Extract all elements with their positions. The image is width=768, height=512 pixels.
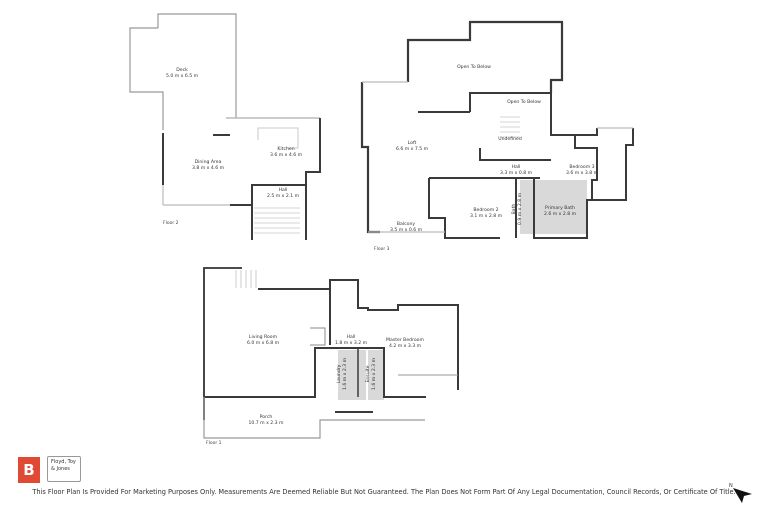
wall xyxy=(360,82,380,234)
porch-outline xyxy=(203,397,425,439)
ensuite-floor xyxy=(368,350,384,400)
primary-bath-floor xyxy=(535,180,587,234)
fireplace xyxy=(310,327,326,346)
wall xyxy=(533,178,592,239)
deck-outline xyxy=(129,27,164,130)
wall xyxy=(428,178,500,239)
bath-floor xyxy=(520,180,534,234)
room-undefined: Undefined xyxy=(498,137,522,142)
disclaimer-text: This Floor Plan Is Provided For Marketin… xyxy=(32,488,736,496)
floor-2-label: Floor 2 xyxy=(163,221,179,226)
company-name: Floyd, Toy & Jones xyxy=(47,456,81,482)
wall xyxy=(203,267,242,420)
compass-label: N xyxy=(729,483,733,489)
wall xyxy=(406,20,564,93)
brand-logo: B xyxy=(18,457,40,483)
wall xyxy=(204,347,426,398)
laundry-floor xyxy=(338,350,366,400)
wall xyxy=(469,92,598,136)
north-arrow-icon: N xyxy=(729,483,752,503)
wall xyxy=(230,184,306,206)
wall xyxy=(329,279,459,390)
deck-outline xyxy=(157,13,237,118)
wall xyxy=(574,128,634,201)
counter xyxy=(257,127,299,149)
wall xyxy=(479,148,551,161)
wall xyxy=(305,118,321,240)
room-open-to-below-2: Open To Below xyxy=(507,100,541,105)
floor-3-label: Floor 3 xyxy=(374,247,390,252)
floor-1-label: Floor 1 xyxy=(206,441,222,446)
room-open-to-below: Open To Below xyxy=(457,65,491,70)
